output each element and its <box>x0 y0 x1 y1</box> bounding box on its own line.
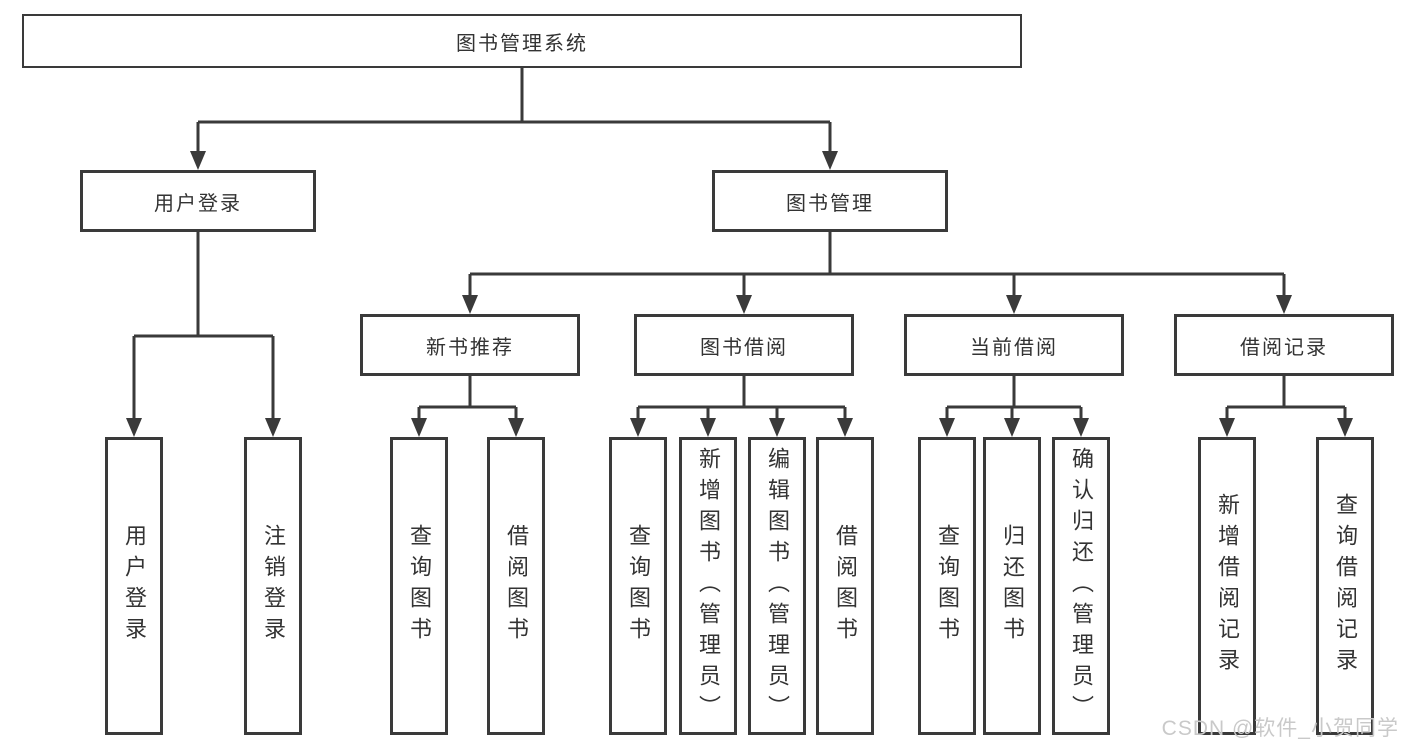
leaf-borrowing-query: 查询图书 <box>609 437 667 735</box>
leaf-borrowing-borrow: 借阅图书 <box>816 437 874 735</box>
csdn-watermark: CSDN @软件_小贺同学 <box>1161 717 1399 740</box>
node-book-management: 图书管理 <box>712 170 948 232</box>
node-borrowing-records: 借阅记录 <box>1174 314 1394 376</box>
leaf-records-add: 新增借阅记录 <box>1198 437 1256 735</box>
leaf-current-query: 查询图书 <box>918 437 976 735</box>
leaf-records-query: 查询借阅记录 <box>1316 437 1374 735</box>
node-book-borrowing: 图书借阅 <box>634 314 854 376</box>
leaf-newbooks-borrow: 借阅图书 <box>487 437 545 735</box>
leaf-borrowing-add-admin: 新增图书（管理员） <box>679 437 737 735</box>
node-current-borrowing: 当前借阅 <box>904 314 1124 376</box>
leaf-logout: 注销登录 <box>244 437 302 735</box>
node-user-login: 用户登录 <box>80 170 316 232</box>
leaf-current-confirm-admin: 确认归还（管理员） <box>1052 437 1110 735</box>
leaf-borrowing-edit-admin: 编辑图书（管理员） <box>748 437 806 735</box>
node-new-book-recommend: 新书推荐 <box>360 314 580 376</box>
leaf-current-return: 归还图书 <box>983 437 1041 735</box>
leaf-user-login: 用户登录 <box>105 437 163 735</box>
node-root-system: 图书管理系统 <box>22 14 1022 68</box>
leaf-newbooks-query: 查询图书 <box>390 437 448 735</box>
